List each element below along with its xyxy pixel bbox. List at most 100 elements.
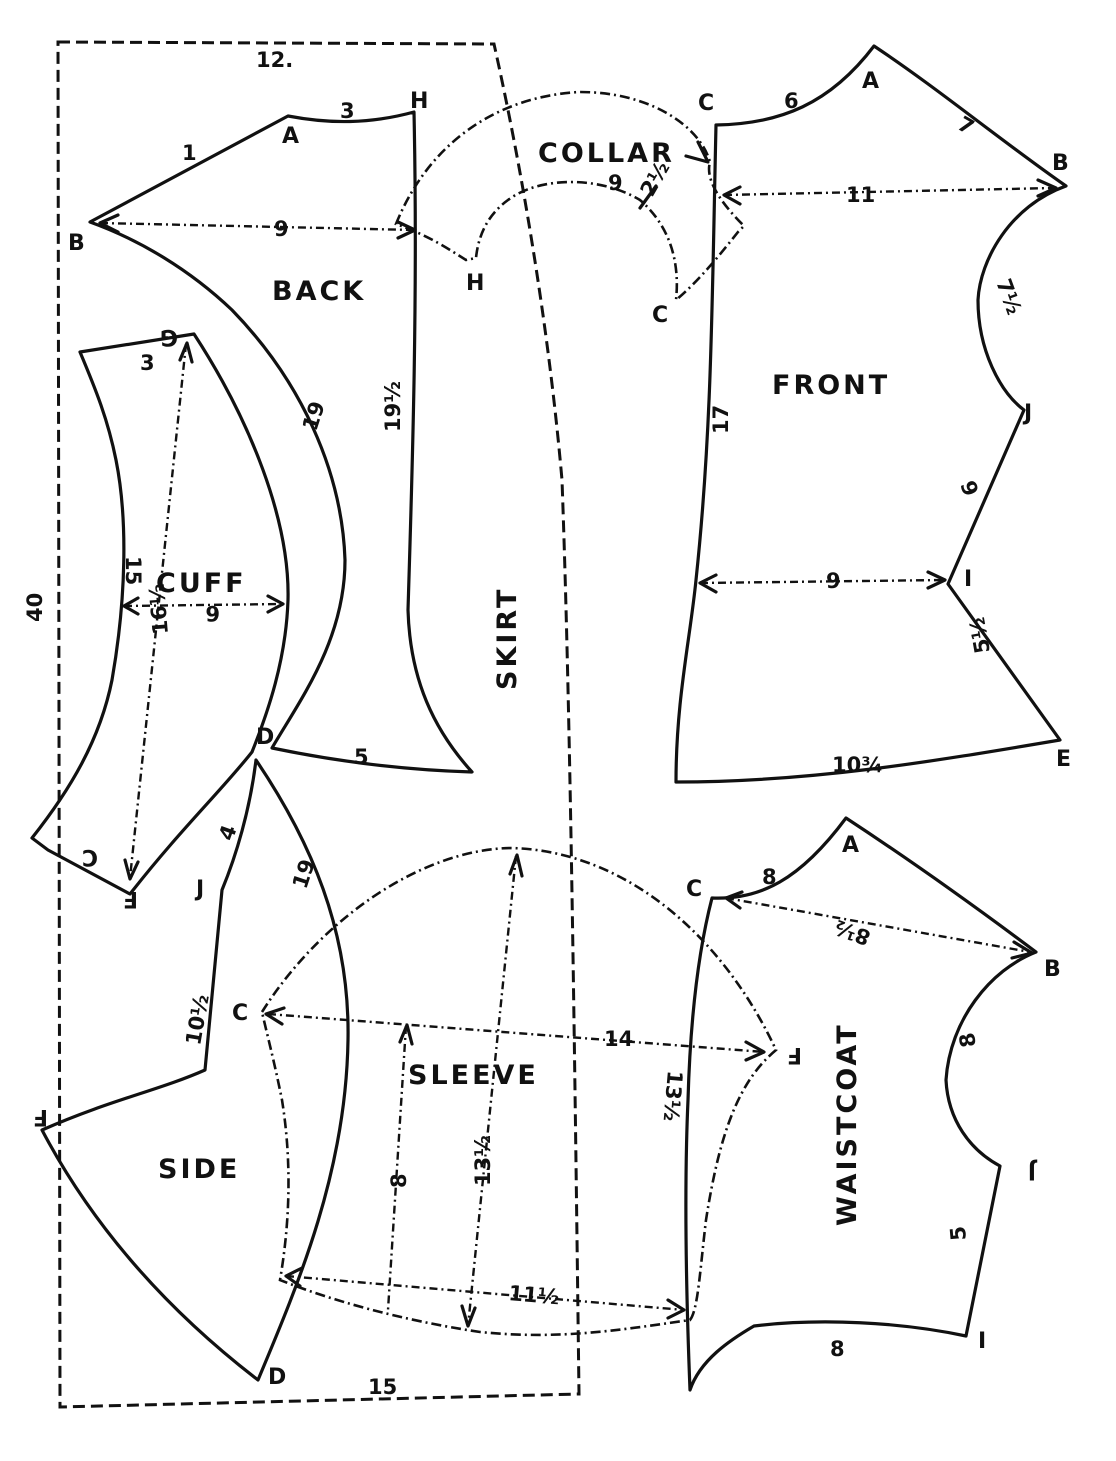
front-across-line: [723, 186, 1055, 197]
front-centre-dimension: 17: [709, 405, 733, 434]
side-piece: SIDE J C F D 4 19 10½: [33, 758, 350, 1390]
back-across-dimension: 9: [274, 217, 289, 241]
sleeve-label: SLEEVE: [408, 1060, 539, 1091]
skirt-outline: [56, 40, 581, 1409]
front-label: FRONT: [772, 370, 890, 401]
side-point-f: F: [33, 1104, 48, 1129]
cuff-point-g: G: [160, 324, 178, 349]
front-across-arrow-right: [1036, 178, 1058, 198]
cuff-width-arrow-right: [266, 594, 285, 614]
cuff-point-f: F: [123, 886, 138, 911]
sleeve-side-dimension: 13½: [659, 1070, 687, 1123]
front-waist-arrow-right: [926, 570, 947, 590]
collar-width-arrow: [638, 184, 658, 210]
sleeve-outline: [260, 846, 778, 1337]
sleeve-height-line: [466, 855, 518, 1327]
sleeve-across-line: [267, 1012, 765, 1054]
back-centre-dimension: 19½: [381, 381, 405, 432]
front-bottom-dimension: 10¾: [832, 753, 883, 777]
front-neck-dimension: 6: [784, 89, 799, 113]
front-point-c: C: [698, 91, 714, 116]
sleeve-across-arrow-left: [264, 1006, 286, 1026]
sleeve-height-dimension: 13½: [471, 1135, 495, 1186]
cuff-label: CUFF: [156, 568, 247, 599]
cuff-outline: [30, 332, 290, 896]
waistcoat-side-dimension: 5: [946, 1225, 971, 1242]
back-point-h: H: [410, 89, 428, 114]
front-point-i: I: [964, 567, 972, 592]
waistcoat-point-i: I: [978, 1329, 986, 1354]
front-piece: FRONT C A B J I E 6 7 11 7½ 9 9 5½ 10¾ 1…: [674, 44, 1071, 784]
waistcoat-outline: [684, 816, 1038, 1392]
sleeve-bottom-arrow-left: [284, 1266, 304, 1288]
sleeve-bottom-line: [285, 1274, 685, 1312]
skirt-label: SKIRT: [492, 587, 523, 690]
skirt-top-dimension: 12.: [256, 48, 293, 72]
sleeve-point-f: F: [787, 1042, 802, 1067]
front-waist-dimension: 9: [826, 569, 841, 593]
front-waist-line: [699, 578, 945, 585]
front-waist-arrow-left: [698, 573, 718, 594]
sleeve-across-dimension: 14: [604, 1027, 633, 1051]
sleeve-across-arrow-right: [744, 1040, 766, 1062]
waistcoat-across-arrow-right: [1010, 940, 1034, 960]
side-curve-dimension: 19: [288, 856, 320, 891]
waistcoat-point-j: J: [1028, 1158, 1038, 1183]
back-outline: [88, 110, 474, 774]
sleeve-inner-line: [386, 1025, 408, 1311]
cuff-length-arrow-bottom: [123, 858, 140, 881]
waistcoat-bottom-dimension: 8: [830, 1337, 845, 1361]
collar-point-h: H: [466, 271, 484, 296]
side-point-c: C: [232, 1001, 248, 1026]
front-lower-side-dimension: 5½: [965, 615, 995, 655]
back-point-b: B: [68, 231, 85, 256]
front-side-dimension: 9: [955, 478, 983, 500]
collar-end-arrow: [684, 140, 710, 164]
front-point-e: E: [1056, 747, 1071, 772]
skirt-height-dimension: 40: [23, 593, 47, 622]
back-label: BACK: [272, 276, 366, 307]
waistcoat-label: WAISTCOAT: [832, 1022, 863, 1226]
back-waist-dimension: 5: [354, 745, 369, 769]
front-shoulder-dimension: 7: [954, 112, 979, 140]
front-armhole-dimension: 7½: [991, 276, 1026, 318]
waistcoat-armhole-dimension: 8: [955, 1031, 981, 1050]
waistcoat-across-dimension: 8½: [831, 915, 873, 950]
waistcoat-across-line: [725, 896, 1031, 954]
waistcoat-neck-dimension: 8: [762, 865, 777, 889]
collar-label: COLLAR: [538, 138, 675, 169]
cuff-point-d: D: [256, 725, 274, 750]
back-across-line: [99, 221, 416, 232]
front-point-j: J: [1022, 401, 1032, 426]
sleeve-height-arrow-bottom: [460, 1304, 477, 1328]
front-across-dimension: 11: [846, 183, 875, 207]
cuff-width-line: [123, 602, 283, 608]
back-across-arrow-right: [396, 220, 417, 240]
side-point-j: J: [194, 877, 204, 902]
waistcoat-point-c: C: [686, 877, 702, 902]
back-across-arrow-left: [98, 213, 120, 234]
back-shoulder-dimension: 1: [182, 141, 197, 165]
cuff-piece: CUFF G F C D 3 15 6 16½: [30, 324, 290, 911]
collar-length-dimension: 9: [608, 171, 623, 195]
sleeve-bottom-arrow-right: [666, 1298, 686, 1320]
back-neck-dimension: 3: [340, 99, 355, 123]
cuff-point-c: C: [82, 844, 98, 869]
cuff-width-arrow-left: [122, 596, 140, 616]
collar-point-c: C: [652, 303, 668, 328]
waistcoat-point-b: B: [1044, 957, 1061, 982]
cuff-length-arrow-top: [178, 341, 194, 364]
waistcoat-point-a: A: [842, 833, 859, 858]
collar-piece: COLLAR H C 9 2½: [394, 90, 746, 328]
front-outline: [674, 44, 1068, 784]
side-label: SIDE: [158, 1154, 240, 1185]
back-piece: BACK A B H 1 3 9 19 19½ 5: [68, 89, 474, 774]
back-point-a: A: [282, 124, 299, 149]
front-point-b: B: [1052, 151, 1069, 176]
skirt-bottom-dimension: 15: [368, 1375, 397, 1399]
front-point-a: A: [862, 69, 879, 94]
side-outline: [40, 758, 350, 1382]
side-top-dimension: 4: [214, 822, 242, 844]
collar-outline: [394, 90, 746, 304]
